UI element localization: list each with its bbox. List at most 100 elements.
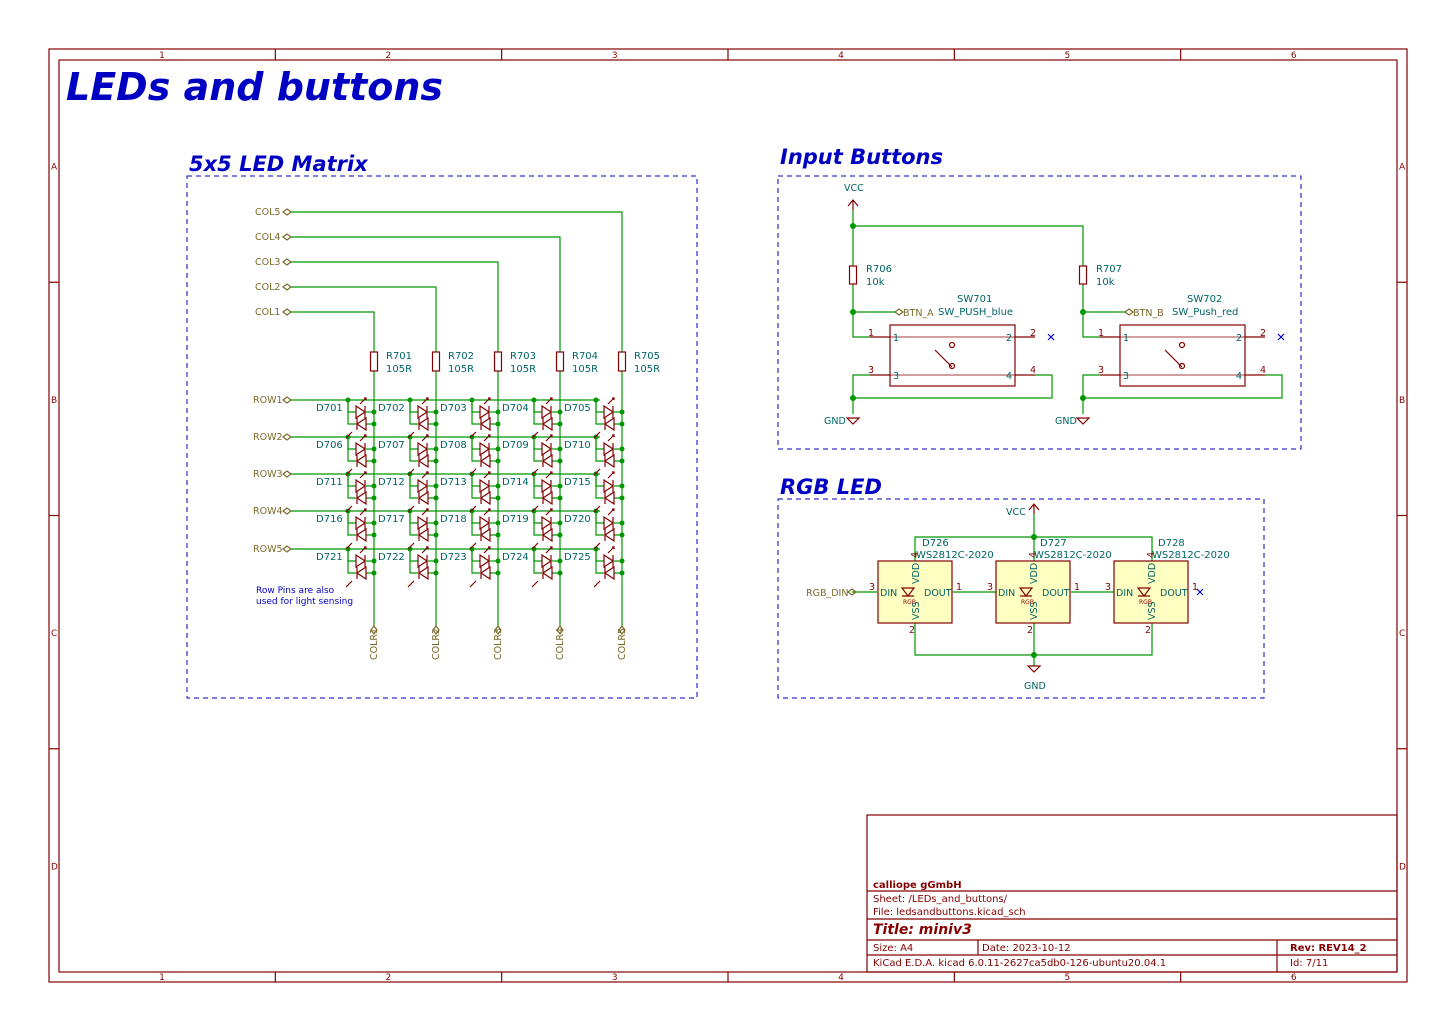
frame-col-top-2: 2 bbox=[386, 51, 392, 61]
row-label-row5: ROW5 bbox=[253, 544, 283, 555]
led-d706 bbox=[345, 434, 367, 476]
rgb-value-d728: WS2812C-2020 bbox=[1152, 550, 1230, 561]
sw701-pinname-3: 3 bbox=[893, 371, 899, 382]
pin-dout: DOUT bbox=[1160, 588, 1188, 599]
led-d711 bbox=[345, 471, 367, 513]
rgb-ref-d728: D728 bbox=[1158, 538, 1185, 549]
pin-num-2: 2 bbox=[1027, 625, 1033, 636]
frame-row-left-C: C bbox=[51, 629, 57, 639]
resistor-ref-r703: R703 bbox=[510, 351, 536, 362]
led-d710 bbox=[593, 434, 615, 476]
frame-col-top-1: 1 bbox=[159, 51, 165, 61]
sheet-title: LEDs and buttons bbox=[66, 65, 443, 109]
pin-din: DIN bbox=[880, 588, 897, 599]
led-d721 bbox=[345, 546, 367, 588]
rgb-led-frame bbox=[777, 498, 1265, 699]
resistor-ref-r702: R702 bbox=[448, 351, 474, 362]
pin-vss: VSS bbox=[911, 601, 922, 620]
row-label-row1: ROW1 bbox=[253, 395, 283, 406]
resistor-r704 bbox=[555, 351, 565, 372]
frame-row-right-D: D bbox=[1399, 862, 1406, 872]
led-ref-d709: D709 bbox=[502, 440, 529, 451]
led-d724 bbox=[531, 546, 553, 588]
resistor-value-r701: 105R bbox=[386, 364, 412, 375]
frame-col-top-5: 5 bbox=[1065, 51, 1071, 61]
frame-row-right-A: A bbox=[1399, 163, 1406, 173]
tb-file: File: ledsandbuttons.kicad_sch bbox=[873, 907, 1026, 918]
led-ref-d708: D708 bbox=[440, 440, 467, 451]
col-label-col1: COL1 bbox=[255, 307, 280, 318]
frame-col-bottom-6: 6 bbox=[1291, 973, 1297, 983]
resistor-value-r705: 105R bbox=[634, 364, 660, 375]
led-d703 bbox=[469, 397, 491, 439]
rgb-value-d727: WS2812C-2020 bbox=[1034, 550, 1112, 561]
led-d705 bbox=[593, 397, 615, 439]
gnd-symbol-a: GND bbox=[824, 416, 861, 427]
pin-dout: DOUT bbox=[1042, 588, 1070, 599]
led-ref-d716: D716 bbox=[316, 514, 343, 525]
input-buttons-title: Input Buttons bbox=[780, 145, 943, 169]
btn-a-label: BTN_A bbox=[903, 308, 934, 319]
pin-num-2: 2 bbox=[1145, 625, 1151, 636]
vcc-symbol: VCC bbox=[844, 183, 864, 210]
led-ref-d719: D719 bbox=[502, 514, 529, 525]
colr-label-colr4: COLR4 bbox=[555, 628, 566, 660]
resistor-r705 bbox=[617, 351, 627, 372]
led-ref-d718: D718 bbox=[440, 514, 467, 525]
colr-label-colr1: COLR1 bbox=[369, 628, 380, 660]
tb-tool: KiCad E.D.A. kicad 6.0.11-2627ca5db0-126… bbox=[873, 958, 1166, 969]
pin-num-1: 1 bbox=[1074, 582, 1080, 593]
pin-num-2: 2 bbox=[909, 625, 915, 636]
rgb-mark: RGB bbox=[1139, 599, 1152, 606]
led-ref-d717: D717 bbox=[378, 514, 405, 525]
led-matrix-title: 5x5 LED Matrix bbox=[189, 152, 369, 176]
led-ref-d704: D704 bbox=[502, 403, 529, 414]
led-matrix-frame bbox=[186, 175, 698, 699]
frame-col-bottom-3: 3 bbox=[612, 973, 618, 983]
pin-num-4: 4 bbox=[910, 552, 921, 558]
tb-company: calliope gGmbH bbox=[873, 880, 962, 891]
frame-col-top-3: 3 bbox=[612, 51, 618, 61]
resistor-value-r704: 105R bbox=[572, 364, 598, 375]
sw702-pin-4: 4 bbox=[1260, 365, 1266, 376]
tb-rev: Rev: REV14_2 bbox=[1290, 943, 1367, 954]
led-d716 bbox=[345, 508, 367, 550]
led-ref-d710: D710 bbox=[564, 440, 591, 451]
light-sensing-note-1: Row Pins are also bbox=[256, 586, 335, 596]
led-ref-d721: D721 bbox=[316, 552, 343, 563]
led-d713 bbox=[469, 471, 491, 513]
led-ref-d723: D723 bbox=[440, 552, 467, 563]
sw702-pinname-4: 4 bbox=[1236, 371, 1242, 382]
tb-title: Title: miniv3 bbox=[873, 922, 972, 938]
pin-num-3: 3 bbox=[1105, 582, 1111, 593]
led-d718 bbox=[469, 508, 491, 550]
frame-col-top-6: 6 bbox=[1291, 51, 1297, 61]
led-ref-d711: D711 bbox=[316, 477, 343, 488]
sw702-value: SW_Push_red bbox=[1172, 307, 1238, 318]
rgb-value-d726: WS2812C-2020 bbox=[916, 550, 994, 561]
led-ref-d703: D703 bbox=[440, 403, 467, 414]
sw702-pinname-1: 1 bbox=[1123, 333, 1129, 344]
sw701-ref: SW701 bbox=[957, 294, 992, 305]
led-d719 bbox=[531, 508, 553, 550]
row-label-row3: ROW3 bbox=[253, 469, 283, 480]
led-d707 bbox=[407, 434, 429, 476]
led-ref-d705: D705 bbox=[564, 403, 591, 414]
pin-num-4: 4 bbox=[1028, 552, 1039, 558]
resistor-r706 bbox=[848, 265, 858, 285]
led-ref-d725: D725 bbox=[564, 552, 591, 563]
frame-row-left-B: B bbox=[51, 396, 57, 406]
led-d708 bbox=[469, 434, 491, 476]
col-label-col4: COL4 bbox=[255, 232, 280, 243]
frame-row-left-D: D bbox=[51, 862, 58, 872]
vcc-label: VCC bbox=[844, 183, 864, 194]
led-ref-d707: D707 bbox=[378, 440, 405, 451]
switch-sw701: SW701 SW_PUSH_blue 1 2 3 4 1 2 3 4 bbox=[868, 294, 1055, 387]
led-d712 bbox=[407, 471, 429, 513]
btn-b-label: BTN_B bbox=[1133, 308, 1164, 319]
led-d720 bbox=[593, 508, 615, 550]
pin-din: DIN bbox=[1116, 588, 1133, 599]
rgb-gnd-label: GND bbox=[1024, 681, 1046, 692]
